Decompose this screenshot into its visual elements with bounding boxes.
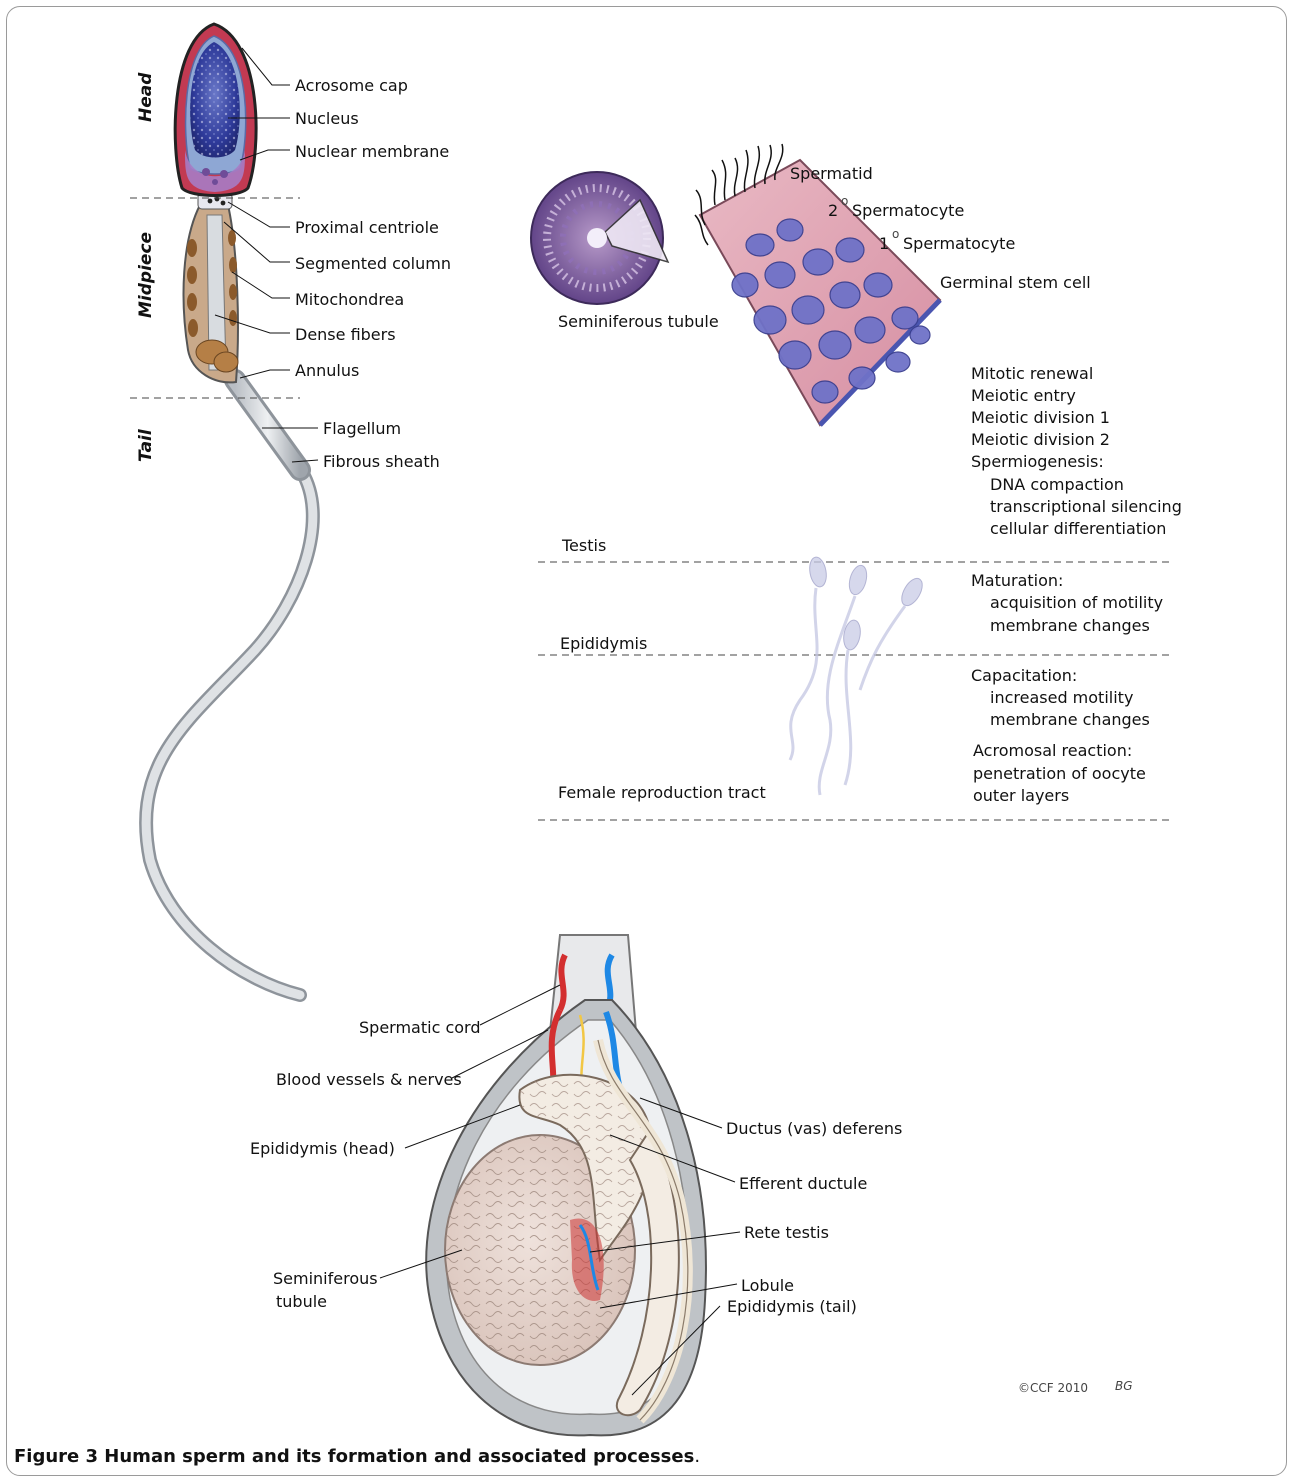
epididymis-process-heading: Maturation: xyxy=(971,571,1063,590)
label-spermatocyte-2: Spermatocyte xyxy=(852,201,964,220)
label-spermatocyte-2-degree: o xyxy=(841,194,848,208)
caption-title: Figure 3 Human sperm and its formation a… xyxy=(14,1446,694,1467)
label-seminiferous-tubule: Seminiferous tubule xyxy=(558,312,719,331)
testis-process-item: Meiotic division 1 xyxy=(971,408,1110,427)
epididymis-process-subitem: acquisition of motility xyxy=(990,593,1163,612)
acrosomal-reaction-line: Acromosal reaction: xyxy=(973,741,1132,760)
testis-process-item: Meiotic entry xyxy=(971,386,1076,405)
figure-caption: Figure 3 Human sperm and its formation a… xyxy=(14,1446,700,1467)
label-epididymis-tail: Epididymis (tail) xyxy=(727,1297,857,1316)
testis-process-subitem: transcriptional silencing xyxy=(990,497,1182,516)
label-spermatid: Spermatid xyxy=(790,164,873,183)
process-list-female-tract: Capacitation: increased motility membran… xyxy=(971,666,1150,805)
region-female-tract-label: Female reproduction tract xyxy=(558,783,766,802)
testis-process-item: Mitotic renewal xyxy=(971,364,1093,383)
acrosomal-reaction-line: outer layers xyxy=(973,786,1069,805)
label-blood-vessels-nerves: Blood vessels & nerves xyxy=(276,1070,462,1089)
label-spermatocyte-1-number: 1 xyxy=(879,234,889,253)
label-acrosome-cap: Acrosome cap xyxy=(295,76,408,95)
label-efferent-ductule: Efferent ductule xyxy=(739,1174,867,1193)
label-rete-testis: Rete testis xyxy=(744,1223,829,1242)
region-epididymis-label: Epididymis xyxy=(560,634,647,653)
label-seminiferous-tubule-line1: Seminiferous xyxy=(273,1269,378,1288)
label-ductus-deferens: Ductus (vas) deferens xyxy=(726,1119,902,1138)
testis-process-item: Meiotic division 2 xyxy=(971,430,1110,449)
label-seminiferous-tubule-line2: tubule xyxy=(276,1292,327,1311)
label-lobule: Lobule xyxy=(741,1276,794,1295)
label-spermatic-cord: Spermatic cord xyxy=(359,1018,480,1037)
testis-process-subitem: cellular differentiation xyxy=(990,519,1166,538)
label-spermatocyte-1: Spermatocyte xyxy=(903,234,1015,253)
label-annulus: Annulus xyxy=(295,361,359,380)
label-spermatocyte-2-number: 2 xyxy=(828,201,838,220)
process-list-epididymis: Maturation: acquisition of motility memb… xyxy=(971,571,1163,635)
label-dense-fibers: Dense fibers xyxy=(295,325,396,344)
migrating-sperm xyxy=(790,556,926,795)
process-list-testis: Mitotic renewal Meiotic entry Meiotic di… xyxy=(971,364,1182,538)
label-flagellum: Flagellum xyxy=(323,419,401,438)
caption-end: . xyxy=(694,1446,700,1467)
female-tract-process-subitem: increased motility xyxy=(990,688,1133,707)
section-head-label: Head xyxy=(136,72,156,122)
epididymis-process-subitem: membrane changes xyxy=(990,616,1150,635)
label-epididymis-head: Epididymis (head) xyxy=(250,1139,395,1158)
acrosomal-reaction-line: penetration of oocyte xyxy=(973,764,1146,783)
testis-illustration xyxy=(426,935,706,1435)
label-proximal-centriole: Proximal centriole xyxy=(295,218,439,237)
testis-process-item: Spermiogenesis: xyxy=(971,452,1104,471)
female-tract-process-subitem: membrane changes xyxy=(990,710,1150,729)
label-segmented-column: Segmented column xyxy=(295,254,451,273)
label-nuclear-membrane: Nuclear membrane xyxy=(295,142,449,161)
testis-process-subitem: DNA compaction xyxy=(990,475,1124,494)
female-tract-process-heading: Capacitation: xyxy=(971,666,1077,685)
sperm-cell xyxy=(146,24,313,995)
label-germinal-stem-cell: Germinal stem cell xyxy=(940,273,1091,292)
section-tail-label: Tail xyxy=(136,428,156,462)
artist-signature: BG xyxy=(1115,1379,1133,1393)
label-mitochondrea: Mitochondrea xyxy=(295,290,404,309)
tubule-wedge-detail xyxy=(695,144,940,425)
tubule-cross-section xyxy=(531,172,668,304)
region-testis-label: Testis xyxy=(561,536,606,555)
label-nucleus: Nucleus xyxy=(295,109,359,128)
copyright-text: ©CCF 2010 xyxy=(1018,1381,1088,1395)
label-fibrous-sheath: Fibrous sheath xyxy=(323,452,440,471)
section-midpiece-label: Midpiece xyxy=(136,232,156,318)
label-spermatocyte-1-degree: o xyxy=(892,227,899,241)
